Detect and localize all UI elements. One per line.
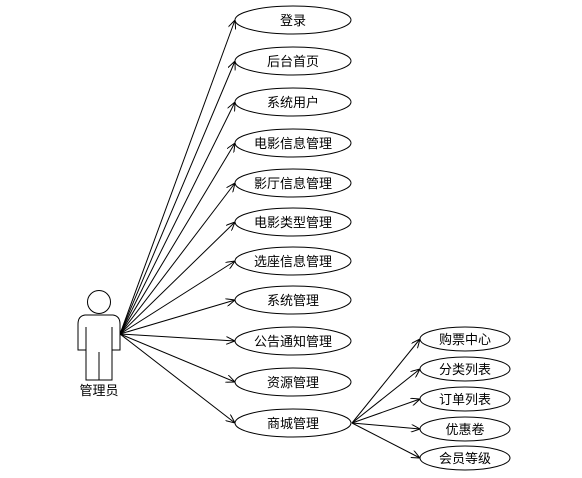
use-case-notice-manage: 公告通知管理 [234, 326, 352, 356]
association-system-users [119, 102, 235, 335]
association-coupon [351, 422, 420, 429]
actor-admin: 管理员 [77, 290, 121, 399]
sub-case-ellipse [419, 356, 511, 382]
sub-case-order-list: 订单列表 [419, 386, 511, 412]
sub-case-label: 购票中心 [439, 332, 491, 348]
association-seat-info [119, 261, 235, 335]
sub-case-ellipse [419, 386, 511, 412]
use-case-hall-info: 影厅信息管理 [234, 168, 352, 198]
association-movie-type [119, 222, 235, 335]
use-case-label: 系统管理 [267, 294, 319, 309]
sub-case-coupon: 优惠卷 [419, 416, 511, 442]
use-case-ellipse [234, 168, 352, 198]
sub-case-ticket-center: 购票中心 [419, 326, 511, 352]
use-case-label: 公告通知管理 [254, 334, 332, 350]
sub-case-member-level: 会员等级 [419, 445, 511, 471]
association-notice-manage [119, 333, 235, 341]
use-case-ellipse [234, 46, 352, 76]
use-case-ellipse [234, 326, 352, 356]
use-case-label: 选座信息管理 [254, 254, 332, 270]
use-case-label: 电影信息管理 [254, 136, 332, 152]
use-case-backend-home: 后台首页 [234, 46, 352, 76]
use-case-label: 登录 [280, 14, 306, 29]
use-case-seat-info: 选座信息管理 [234, 246, 352, 276]
use-case-label: 电影类型管理 [254, 216, 332, 231]
association-ticket-center [351, 339, 420, 424]
use-case-ellipse [234, 207, 352, 237]
use-case-login: 登录 [234, 5, 352, 35]
actor-label: 管理员 [79, 384, 118, 399]
use-case-label: 影厅信息管理 [254, 176, 332, 192]
use-case-ellipse [234, 285, 352, 315]
use-case-system-users: 系统用户 [234, 87, 352, 117]
use-case-ellipse [234, 367, 352, 397]
association-backend-home [119, 61, 235, 335]
use-case-system-manage: 系统管理 [234, 285, 352, 315]
sub-case-ellipse [419, 416, 511, 442]
use-case-label: 商城管理 [267, 417, 319, 432]
sub-case-label: 分类列表 [439, 363, 491, 378]
sub-case-ellipse [419, 326, 511, 352]
association-login [119, 20, 235, 335]
use-case-label: 资源管理 [267, 376, 319, 391]
use-case-ellipse [234, 128, 352, 158]
actor-icon [77, 290, 121, 381]
use-case-ellipse [234, 246, 352, 276]
association-order-list [351, 399, 420, 424]
sub-case-label: 优惠卷 [445, 422, 484, 438]
association-lines [119, 20, 420, 458]
use-case-list: 登录后台首页系统用户电影信息管理影厅信息管理电影类型管理选座信息管理系统管理公告… [234, 5, 352, 438]
association-resource-manage [119, 333, 235, 382]
use-case-ellipse [234, 408, 352, 438]
use-case-resource-manage: 资源管理 [234, 367, 352, 397]
use-case-label: 后台首页 [267, 55, 319, 70]
use-case-movie-type: 电影类型管理 [234, 207, 352, 237]
use-case-label: 系统用户 [267, 95, 319, 111]
sub-case-ellipse [419, 445, 511, 471]
association-hall-info [119, 183, 235, 335]
association-category-list [351, 369, 420, 424]
sub-case-category-list: 分类列表 [419, 356, 511, 382]
use-case-mall-manage: 商城管理 [234, 408, 352, 438]
use-case-ellipse [234, 87, 352, 117]
association-member-level [351, 422, 420, 458]
sub-case-label: 订单列表 [439, 393, 491, 408]
association-mall-manage [119, 333, 235, 423]
association-movie-info [119, 143, 235, 335]
association-system-manage [119, 300, 235, 335]
sub-case-label: 会员等级 [439, 451, 491, 467]
use-case-movie-info: 电影信息管理 [234, 128, 352, 158]
use-case-ellipse [234, 5, 352, 35]
